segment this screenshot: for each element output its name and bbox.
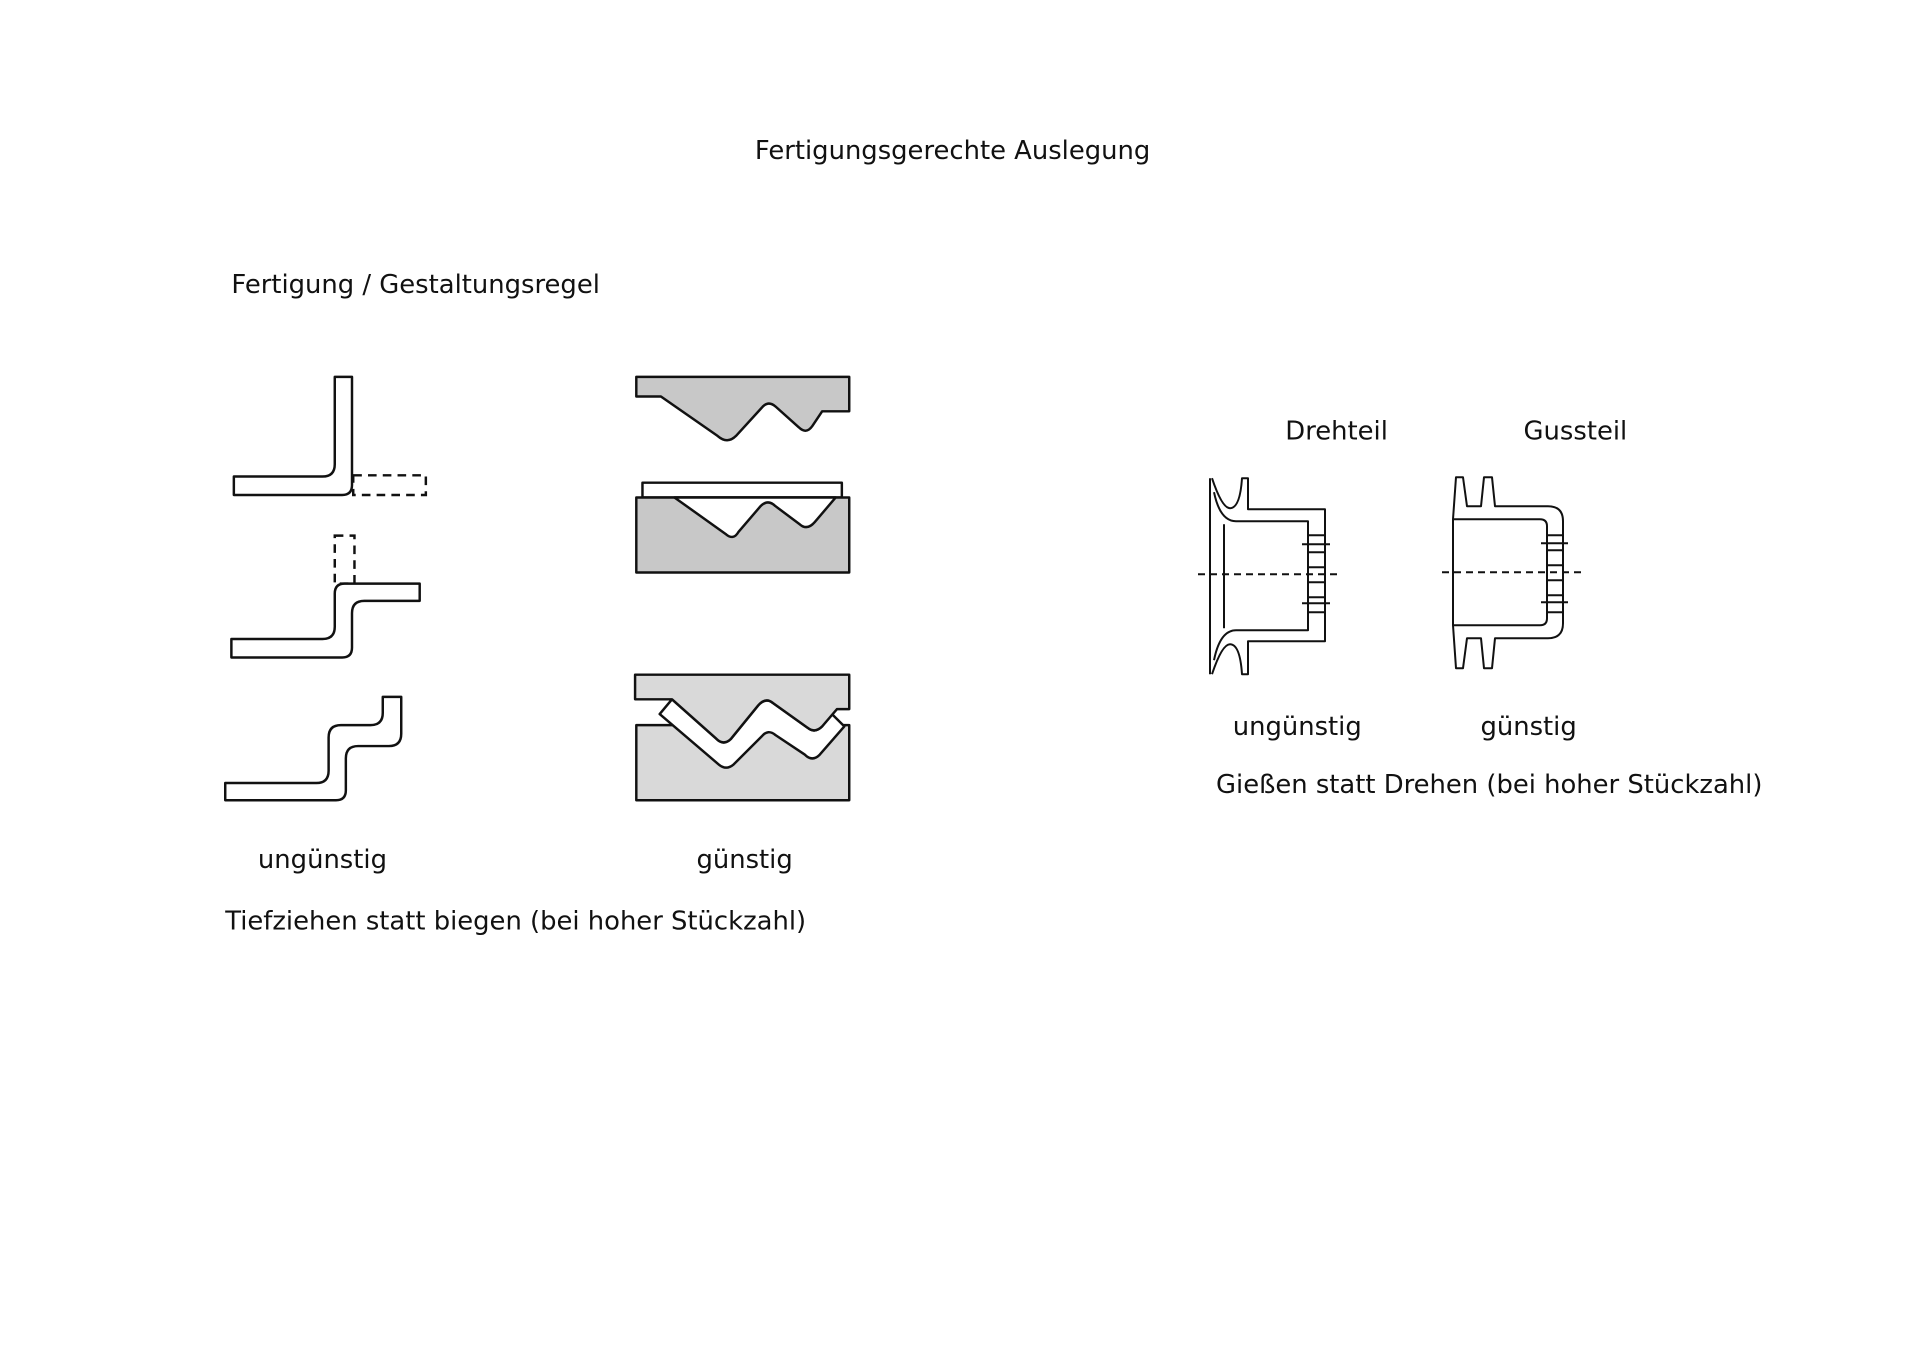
gussteil-header: Gussteil bbox=[1524, 417, 1628, 447]
bent-part-double-step bbox=[224, 695, 403, 802]
bent-part-z-shape bbox=[230, 534, 421, 659]
section-label: Fertigung / Gestaltungsregel bbox=[231, 270, 600, 300]
right-caption: Gießen statt Drehen (bei hoher Stückzahl… bbox=[1216, 770, 1762, 800]
right-good-label: günstig bbox=[1480, 712, 1576, 742]
cast-part-drawing bbox=[1442, 476, 1582, 670]
drehteil-header: Drehteil bbox=[1285, 417, 1388, 447]
left-caption: Tiefziehen statt biegen (bei hoher Stück… bbox=[224, 906, 806, 936]
left-good-label: günstig bbox=[696, 845, 792, 875]
page-title: Fertigungsgerechte Auslegung bbox=[755, 136, 1150, 166]
die-closed bbox=[633, 673, 851, 802]
die-open bbox=[635, 375, 851, 574]
left-bad-label: ungünstig bbox=[258, 845, 387, 875]
bend-dashed-outline bbox=[333, 534, 356, 585]
right-bad-label: ungünstig bbox=[1233, 712, 1362, 742]
sheet-blank bbox=[641, 481, 844, 499]
bend-dashed-outline bbox=[352, 474, 428, 497]
bent-part-l-shape bbox=[232, 375, 428, 497]
turned-part-drawing bbox=[1198, 477, 1340, 676]
